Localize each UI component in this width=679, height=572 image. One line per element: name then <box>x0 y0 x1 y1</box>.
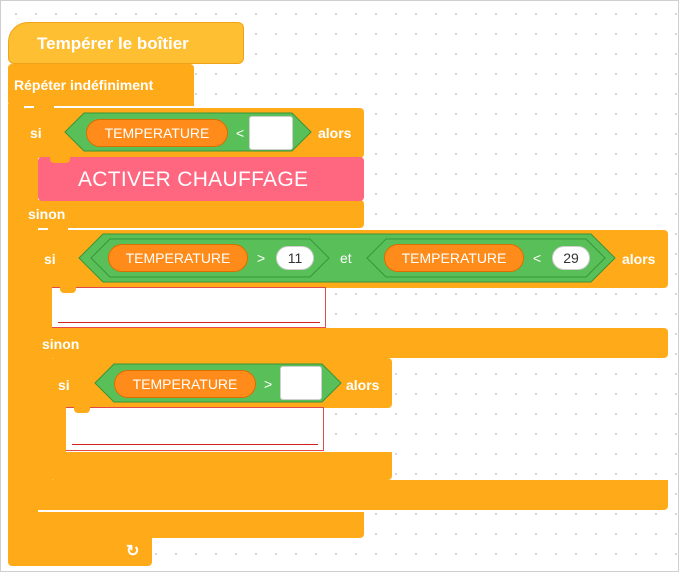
activate-heating-label: ACTIVER CHAUFFAGE <box>78 168 309 191</box>
value-slot-4[interactable] <box>280 366 322 400</box>
less-than-operator-3: < <box>533 250 542 266</box>
loop-arrow-icon: ↻ <box>126 543 140 560</box>
greater-than-operator-4: > <box>264 376 273 392</box>
forever-block-header[interactable]: Répéter indéfiniment <box>8 64 194 106</box>
forever-label: Répéter indéfiniment <box>14 77 154 93</box>
if-block-1-footer <box>22 512 364 538</box>
if1-sinon-label: sinon <box>28 206 66 222</box>
value-slot-1[interactable] <box>249 116 293 150</box>
empty-statement-slot-2[interactable] <box>66 407 324 451</box>
forever-block-arm <box>8 104 24 542</box>
slot-2-underline <box>72 444 318 445</box>
if-block-3-arm <box>50 406 66 458</box>
if2-alors-label: alors <box>622 251 656 267</box>
temperature-reporter-1[interactable]: TEMPERATURE <box>86 119 228 147</box>
greater-than-operator-2: > <box>257 250 266 266</box>
if-block-2-footer <box>36 480 668 510</box>
if2-notch <box>48 228 68 234</box>
slot-2-notch <box>74 407 90 413</box>
if3-si-label: si <box>58 377 70 393</box>
and-operator-label: et <box>340 250 352 266</box>
slot-1-underline <box>58 322 320 323</box>
temperature-reporter-4[interactable]: TEMPERATURE <box>114 370 256 398</box>
slot-1-notch <box>60 287 76 293</box>
value-input-29[interactable]: 29 <box>552 246 590 270</box>
action-notch <box>50 157 70 163</box>
if1-notch <box>34 106 54 112</box>
if-block-3-footer <box>50 452 392 480</box>
forever-block-footer[interactable]: ↻ <box>8 538 152 566</box>
if-block-1-else-bar[interactable]: sinon <box>22 200 364 228</box>
if3-alors-label: alors <box>346 377 380 393</box>
if1-alors-label: alors <box>318 125 352 141</box>
activate-heating-block[interactable]: ACTIVER CHAUFFAGE <box>38 157 364 201</box>
if-block-2-else-bar[interactable]: sinon <box>36 328 668 358</box>
if3-notch <box>62 356 82 362</box>
value-input-11[interactable]: 11 <box>276 246 314 270</box>
hat-block-title: Tempérer le boîtier <box>37 34 189 53</box>
if2-sinon-label: sinon <box>42 336 80 352</box>
less-than-operator-1: < <box>236 125 245 141</box>
if2-si-label: si <box>44 251 56 267</box>
temperature-reporter-3[interactable]: TEMPERATURE <box>384 244 524 272</box>
event-hat-block[interactable]: Tempérer le boîtier <box>8 22 244 64</box>
empty-statement-slot-1[interactable] <box>52 287 326 328</box>
if-block-1-arm <box>22 156 38 540</box>
if1-si-label: si <box>30 125 42 141</box>
temperature-reporter-2[interactable]: TEMPERATURE <box>108 244 248 272</box>
